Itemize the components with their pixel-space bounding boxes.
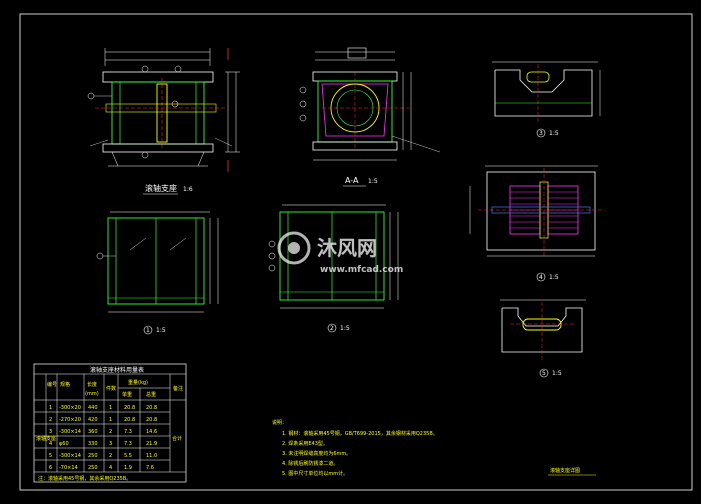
svg-text:7.6: 7.6 <box>146 465 154 471</box>
table-header-seq: 编号 <box>47 381 57 388</box>
material-table-footnote: 注：滚轴采用45号钢，其余采用Q235B。 <box>38 475 131 482</box>
svg-text:440: 440 <box>88 405 98 411</box>
svg-text:20.8: 20.8 <box>124 417 135 423</box>
section-aa-title: A-A <box>345 176 359 185</box>
table-header-note: 备注 <box>173 385 183 392</box>
notes-line: 4. 除锈后刷防锈漆二道。 <box>282 460 338 467</box>
table-row: 5 -300×14 250 2 5.5 11.0 <box>49 453 157 459</box>
detail-3-view <box>492 61 601 138</box>
table-row: 2 -270×20 420 1 20.8 20.8 <box>49 417 157 423</box>
svg-text:1: 1 <box>109 405 112 411</box>
svg-text:4: 4 <box>109 465 112 471</box>
svg-text:2: 2 <box>49 417 52 423</box>
detail-1-number: 1 <box>146 327 150 334</box>
table-header-unit-weight: 单重 <box>122 391 132 398</box>
svg-text:φ60: φ60 <box>59 441 69 447</box>
detail-2-number: 2 <box>330 325 334 332</box>
svg-text:1.9: 1.9 <box>124 465 132 471</box>
svg-text:2: 2 <box>109 429 112 435</box>
svg-text:-270×20: -270×20 <box>59 417 81 423</box>
svg-text:3: 3 <box>49 429 52 435</box>
svg-text:20.8: 20.8 <box>146 405 157 411</box>
table-side-label: 滚轴支座 <box>36 435 56 442</box>
section-aa-view <box>299 47 441 161</box>
notes-line: 5. 图中尺寸单位均以mm计。 <box>282 470 348 477</box>
detail-4-number: 4 <box>539 274 543 281</box>
section-aa-scale: 1:5 <box>368 178 378 185</box>
main-view <box>87 48 240 172</box>
svg-text:1: 1 <box>109 417 112 423</box>
notes-heading: 说明： <box>272 419 287 426</box>
svg-text:5.5: 5.5 <box>124 453 132 459</box>
detail-5-view <box>500 299 586 378</box>
svg-text:6: 6 <box>49 465 52 471</box>
svg-text:-300×14: -300×14 <box>59 453 81 459</box>
watermark-logo-icon <box>277 231 311 265</box>
svg-text:250: 250 <box>88 465 98 471</box>
notes-line: 2. 焊条采用E43型。 <box>282 440 328 447</box>
table-header-spec: 规格 <box>60 381 70 388</box>
table-header-count: 件数 <box>106 385 116 392</box>
table-row: 6 -70×14 250 4 1.9 7.6 <box>49 465 154 471</box>
table-header-weight: 重量(kg) <box>128 379 148 386</box>
detail-1-view <box>96 211 219 335</box>
svg-text:4: 4 <box>49 441 52 447</box>
table-header-total-weight: 总重 <box>146 391 156 398</box>
watermark-brand: 沐风网 <box>317 236 377 260</box>
drawing-frame <box>19 13 693 491</box>
svg-text:-300×20: -300×20 <box>59 405 81 411</box>
drawing-name: 滚轴支座详图 <box>550 467 580 474</box>
main-view-title: 滚轴支座 <box>145 183 177 193</box>
svg-text:420: 420 <box>88 417 98 423</box>
svg-text:11.0: 11.0 <box>146 453 157 459</box>
notes-line: 3. 未注明焊缝高度均为6mm。 <box>282 450 351 457</box>
watermark: 沐风网 www.mfcad.com <box>277 231 403 275</box>
svg-text:21.9: 21.9 <box>146 441 157 447</box>
svg-text:3: 3 <box>109 441 112 447</box>
svg-text:330: 330 <box>88 441 98 447</box>
detail-4-view <box>469 165 605 282</box>
watermark-url: www.mfcad.com <box>320 265 403 275</box>
svg-text:5: 5 <box>49 453 52 459</box>
table-header-length-unit: (mm) <box>85 391 99 397</box>
svg-text:20.8: 20.8 <box>124 405 135 411</box>
table-row: 3 -300×14 360 2 7.3 14.6 <box>49 429 157 435</box>
detail-3-number: 3 <box>539 130 543 137</box>
table-row: 1 -300×20 440 1 20.8 20.8 <box>49 405 157 411</box>
detail-3-scale: 1:5 <box>549 130 559 137</box>
table-total-note: 合计 <box>172 435 182 442</box>
design-notes: 说明： 1. 钢材：滚轴采用45号钢，GB/T699-2015，其余钢材采用Q2… <box>272 419 438 477</box>
table-header-length: 长度 <box>87 381 97 388</box>
detail-2-scale: 1:5 <box>340 325 350 332</box>
svg-text:-300×14: -300×14 <box>59 429 81 435</box>
detail-1-scale: 1:5 <box>156 327 166 334</box>
svg-text:-70×14: -70×14 <box>59 465 78 471</box>
svg-text:7.3: 7.3 <box>124 441 132 447</box>
svg-text:14.6: 14.6 <box>146 429 157 435</box>
svg-text:20.8: 20.8 <box>146 417 157 423</box>
material-table-title: 滚轴支座材料用量表 <box>90 366 144 374</box>
notes-line: 1. 钢材：滚轴采用45号钢，GB/T699-2015，其余钢材采用Q235B。 <box>282 430 438 437</box>
svg-text:2: 2 <box>109 453 112 459</box>
svg-text:250: 250 <box>88 453 98 459</box>
svg-text:1: 1 <box>49 405 52 411</box>
material-table <box>33 363 187 483</box>
table-row: 4 φ60 330 3 7.3 21.9 <box>49 441 157 447</box>
main-view-scale: 1:6 <box>183 186 193 193</box>
detail-5-number: 5 <box>542 370 546 377</box>
svg-text:360: 360 <box>88 429 98 435</box>
detail-5-scale: 1:5 <box>552 370 562 377</box>
svg-text:7.3: 7.3 <box>124 429 132 435</box>
detail-4-scale: 1:5 <box>549 274 559 281</box>
